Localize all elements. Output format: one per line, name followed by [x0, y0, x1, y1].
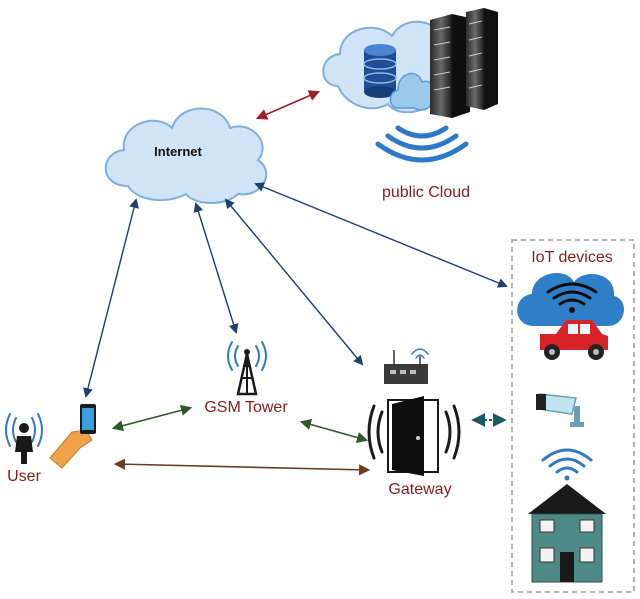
internet-user-link [83, 198, 139, 398]
public-cloud-icon [322, 8, 498, 163]
internet-gsm-link [193, 202, 239, 334]
gateway-label: Gateway [388, 481, 451, 498]
gsm-tower-label: GSM Tower [204, 399, 288, 416]
user-gateway-link [113, 458, 371, 476]
internet-cloud-icon [104, 107, 268, 204]
server-rack-icon [430, 8, 498, 118]
user-label: User [7, 468, 41, 485]
security-camera-icon [536, 393, 584, 427]
connected-car-icon [517, 272, 625, 360]
database-icon [363, 44, 397, 98]
iot-devices-label: IoT devices [531, 249, 613, 266]
user-gsm-link [111, 404, 193, 432]
internet-label: Internet [154, 144, 202, 159]
iot-devices-panel: IoT devices [511, 239, 635, 593]
smart-house-icon [528, 448, 606, 583]
router-icon [384, 348, 429, 384]
cloud-wifi-icon [375, 125, 469, 163]
gsm-gateway-link [299, 419, 369, 443]
public-cloud-label: public Cloud [382, 184, 470, 201]
user-icon [5, 413, 43, 464]
gateway-door-icon [367, 396, 461, 476]
internet-cloud-link [255, 90, 321, 120]
internet-gateway-link [224, 198, 364, 366]
phone-in-hand-icon [49, 404, 96, 469]
gsm-tower-icon [227, 341, 267, 396]
